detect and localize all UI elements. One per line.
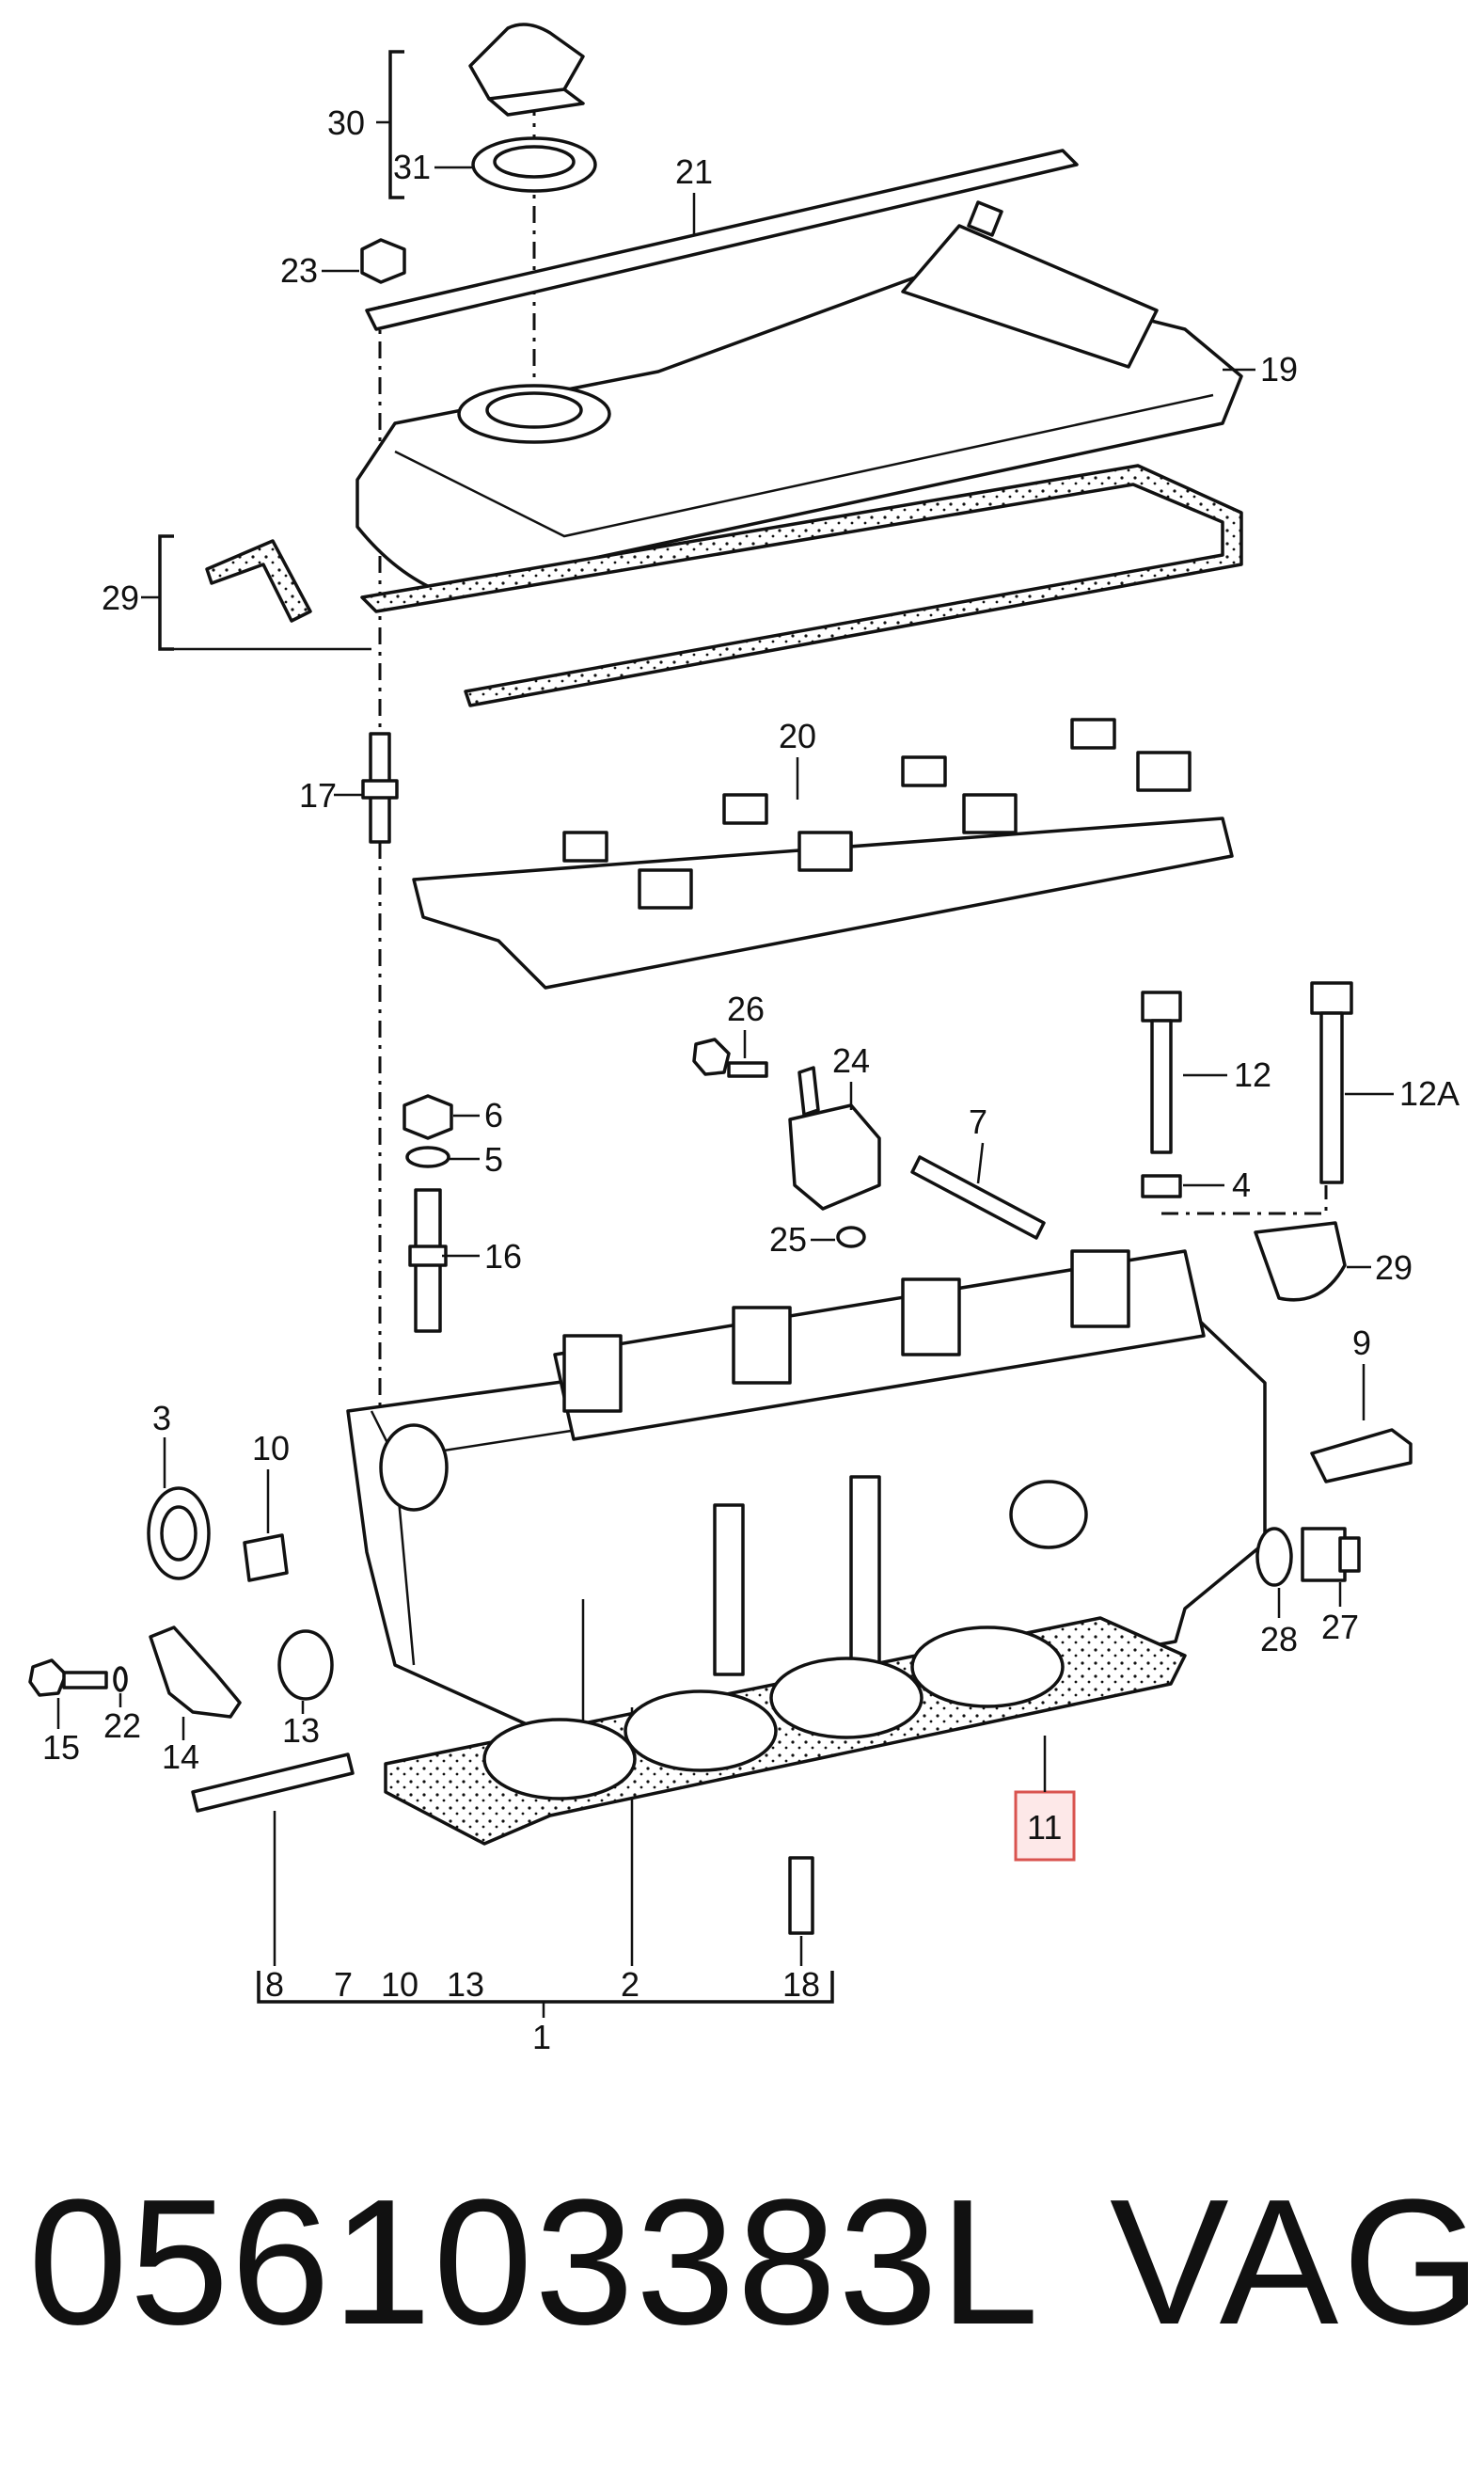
label-9: 9 <box>1352 1324 1371 1362</box>
stud-16 <box>408 1188 448 1333</box>
stud-8 <box>191 1753 355 1813</box>
head-bolt-12a <box>1310 981 1353 1184</box>
plug-13 <box>277 1629 334 1701</box>
label-23: 23 <box>280 251 318 290</box>
label-10: 10 <box>252 1429 290 1467</box>
label-4: 4 <box>1232 1166 1251 1204</box>
half-moon-seal-strip <box>205 539 312 623</box>
oil-seal-3 <box>147 1486 211 1580</box>
washer-22 <box>113 1666 128 1692</box>
label-7-top: 7 <box>969 1102 987 1141</box>
stud-7 <box>910 1155 1046 1240</box>
footer: 056103383L VAG <box>0 2121 1484 2403</box>
oil-deflector-20 <box>412 718 1234 990</box>
valve-guide-18 <box>788 1856 814 1935</box>
label-28: 28 <box>1260 1620 1298 1658</box>
label-31: 31 <box>393 148 431 186</box>
valve-cover-19 <box>355 200 1243 595</box>
label-30: 30 <box>327 103 365 142</box>
bolt-26 <box>692 1038 768 1078</box>
brand-name: VAG <box>1110 2163 1484 2362</box>
bracket-14 <box>149 1626 242 1719</box>
washer-28 <box>1255 1527 1293 1587</box>
plug-10 <box>243 1533 289 1582</box>
sensor-9 <box>1310 1428 1413 1483</box>
assembly-bracket-1 <box>257 1971 834 2004</box>
highlight-box-11 <box>1014 1790 1076 1862</box>
head-gasket-11 <box>384 1616 1187 1846</box>
label-26: 26 <box>727 990 765 1028</box>
cover-gasket-21 <box>365 149 1079 331</box>
label-13: 13 <box>282 1711 320 1750</box>
bolt-15 <box>28 1658 108 1697</box>
label-7-bottom: 7 <box>334 1965 353 2004</box>
label-29-top: 29 <box>102 579 139 617</box>
label-2: 2 <box>621 1965 639 2004</box>
bolt-axis-line <box>1161 1185 1328 1215</box>
label-18: 18 <box>782 1965 820 2004</box>
washer-4 <box>1141 1174 1182 1198</box>
label-16: 16 <box>484 1237 522 1276</box>
label-19: 19 <box>1260 350 1298 389</box>
label-21: 21 <box>675 152 713 191</box>
leader-7 <box>976 1142 985 1184</box>
bracket-29-top <box>158 534 174 651</box>
label-1: 1 <box>532 2018 551 2056</box>
nut-23 <box>360 238 406 284</box>
label-15: 15 <box>42 1728 80 1767</box>
bracket-30-31 <box>388 50 404 199</box>
label-12: 12 <box>1234 1055 1271 1094</box>
nut-6 <box>403 1094 453 1140</box>
label-12a: 12A <box>1399 1074 1460 1113</box>
label-17: 17 <box>299 776 337 815</box>
oil-cap-seal <box>471 136 597 193</box>
label-10-bottom: 10 <box>381 1965 418 2004</box>
stud-17 <box>361 732 399 844</box>
o-ring-25 <box>836 1226 866 1248</box>
label-25: 25 <box>769 1220 807 1259</box>
label-3: 3 <box>152 1399 171 1437</box>
half-moon-seal-29 <box>1254 1221 1347 1302</box>
oil-filler-cap <box>468 23 585 117</box>
label-13-bottom: 13 <box>447 1965 484 2004</box>
connector-flange-24 <box>788 1066 881 1211</box>
label-29-right: 29 <box>1375 1248 1413 1287</box>
label-5: 5 <box>484 1140 503 1179</box>
part-number: 056103383L <box>28 2163 1041 2362</box>
valve-cover-gasket <box>360 464 1243 707</box>
label-14: 14 <box>162 1737 199 1776</box>
label-24: 24 <box>832 1041 870 1080</box>
label-8: 8 <box>265 1965 284 2004</box>
label-22: 22 <box>103 1706 141 1745</box>
label-27: 27 <box>1321 1608 1359 1646</box>
label-6: 6 <box>484 1096 503 1134</box>
plug-27 <box>1301 1527 1361 1582</box>
washer-5 <box>405 1146 450 1168</box>
head-bolt-12 <box>1141 991 1182 1154</box>
label-11: 11 <box>1027 1808 1062 1847</box>
label-20: 20 <box>779 717 816 755</box>
